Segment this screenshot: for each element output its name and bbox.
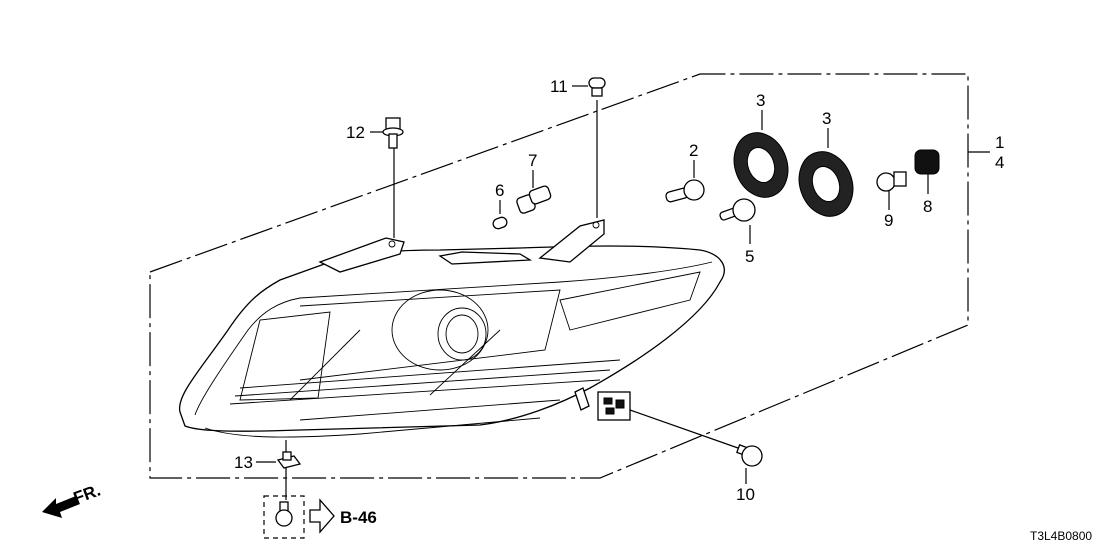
diagram-code: T3L4B0800 [1030, 529, 1092, 543]
part-9-bulb[interactable] [876, 171, 907, 192]
callout-13: 13 [234, 453, 253, 472]
part-11-clip[interactable] [588, 77, 606, 97]
callout-5: 5 [745, 247, 754, 266]
reference-bolt-box [263, 495, 305, 539]
leader-lines [256, 85, 929, 500]
callout-7: 7 [528, 151, 537, 170]
callout-4: 4 [995, 153, 1004, 172]
part-12-bolt[interactable] [382, 117, 404, 149]
headlight-housing[interactable] [178, 219, 725, 438]
reference-label: B-46 [340, 508, 377, 527]
part-13-nut[interactable] [276, 451, 302, 469]
front-arrow-icon [42, 496, 80, 518]
callouts: 1 4 2 3 3 5 6 7 8 9 10 11 12 13 [234, 77, 1004, 504]
callout-10: 10 [736, 485, 755, 504]
part-3-seal-b[interactable] [790, 144, 861, 224]
part-10-bolt[interactable] [736, 444, 763, 467]
part-5-bulb[interactable] [719, 198, 756, 222]
callout-12: 12 [346, 123, 365, 142]
part-8-socket[interactable] [914, 149, 940, 175]
callout-8: 8 [923, 197, 932, 216]
callout-1: 1 [995, 133, 1004, 152]
callout-2: 2 [689, 141, 698, 160]
callout-3a: 3 [756, 91, 765, 110]
part-6-bulb[interactable] [492, 216, 509, 230]
callout-11: 11 [550, 77, 568, 96]
front-label: FR. [71, 481, 103, 508]
part-7-socket[interactable] [516, 185, 552, 214]
callout-3b: 3 [822, 109, 831, 128]
assembly-boundary [149, 73, 990, 479]
callout-9: 9 [884, 211, 893, 230]
reference-arrow[interactable]: B-46 [309, 498, 377, 534]
callout-6: 6 [495, 181, 504, 200]
part-3-seal-a[interactable] [725, 125, 796, 205]
front-indicator: FR. [42, 481, 103, 518]
part-2-bulb[interactable] [665, 179, 705, 203]
